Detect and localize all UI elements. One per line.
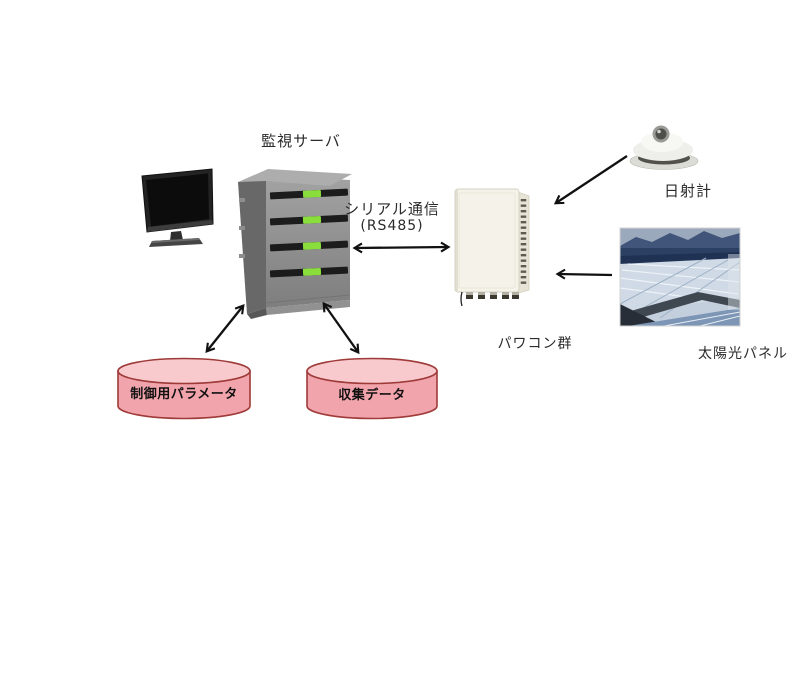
server-label: 監視サーバ (261, 132, 341, 150)
solar-panel-photo (620, 228, 740, 326)
diagram-arrows (205, 155, 628, 355)
arrow-serial-link (352, 241, 451, 254)
arrow-pyranometer-to-powercon (553, 155, 628, 205)
power-conditioner-illustration (454, 188, 530, 307)
power-conditioner-label: パワコン群 (497, 336, 573, 352)
pyranometer-illustration (629, 125, 699, 170)
serial-link-sublabel: (RS485) (360, 218, 424, 234)
power-conditioner-wire (460, 291, 463, 307)
serial-link-label: シリアル通信 (344, 200, 440, 218)
db-cylinder-collected-data (306, 357, 438, 420)
arrow-solarpanel-to-powercon (555, 268, 613, 280)
pyranometer-label: 日射計 (663, 182, 713, 200)
server-led (302, 215, 322, 224)
solar-panel-label: 太陽光パネル (698, 346, 788, 362)
arrow-server-to-collected-db (322, 301, 360, 355)
db-control-params-label: 制御用パラメータ (130, 387, 238, 402)
server-led (302, 241, 322, 250)
server-illustration (238, 169, 352, 319)
monitor-illustration (141, 168, 214, 247)
solar-panel-photo-border (619, 227, 741, 327)
arrow-server-to-params-db (205, 304, 245, 353)
db-collected-data-label: 収集データ (338, 388, 406, 403)
db-cylinder-control-params (117, 357, 251, 420)
server-led (302, 267, 322, 276)
power-conditioner-connectors (466, 292, 519, 299)
server-led (302, 189, 322, 198)
